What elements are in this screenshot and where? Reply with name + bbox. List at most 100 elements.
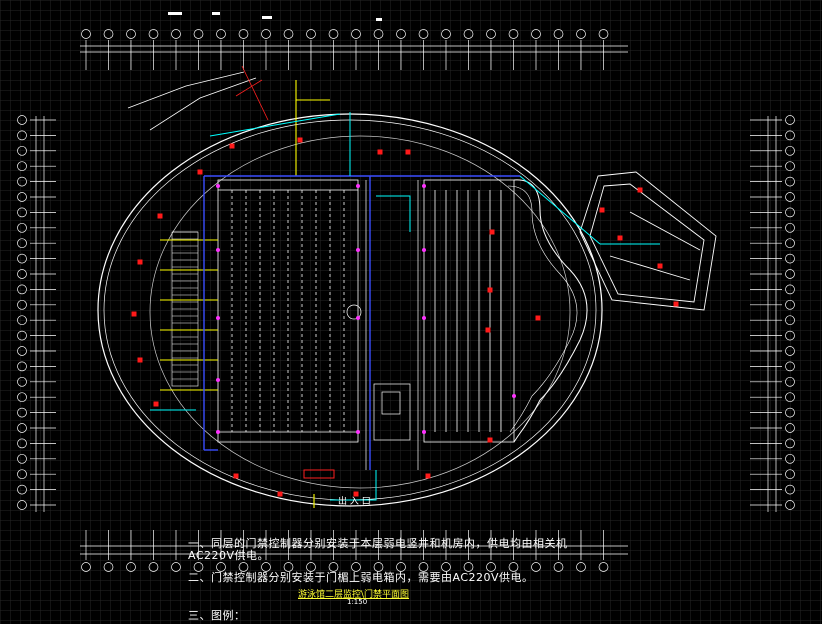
bleacher-block bbox=[171, 231, 199, 387]
device-marker bbox=[356, 430, 360, 434]
axis-bubble bbox=[17, 284, 27, 295]
equipment-marker bbox=[377, 149, 383, 155]
note-line-2: AC220V供电。 bbox=[188, 549, 270, 562]
equipment-marker bbox=[297, 137, 303, 143]
axis-bubble bbox=[126, 562, 136, 572]
axis-bubble bbox=[463, 562, 474, 572]
axis-bubble bbox=[17, 253, 27, 264]
axis-bubble bbox=[576, 29, 586, 39]
axis-bubble bbox=[785, 207, 795, 218]
equipment-marker bbox=[487, 437, 493, 443]
axis-bubble bbox=[785, 299, 795, 310]
axis-bubble bbox=[306, 562, 316, 572]
axis-bubble bbox=[508, 562, 519, 572]
axis-bubble bbox=[576, 562, 586, 572]
axis-bubble bbox=[785, 423, 795, 433]
axis-bubble bbox=[193, 562, 204, 572]
device-marker bbox=[216, 248, 220, 252]
device-marker bbox=[216, 184, 220, 188]
axis-bubble bbox=[785, 284, 795, 295]
equipment-marker bbox=[277, 491, 283, 497]
header-mark bbox=[168, 12, 182, 15]
axis-bubble bbox=[785, 222, 795, 233]
axis-bubble bbox=[598, 562, 609, 572]
entrance-box bbox=[303, 469, 335, 479]
axis-bubble bbox=[785, 469, 795, 480]
left-axis-grid bbox=[17, 115, 56, 512]
axis-bubble bbox=[148, 562, 159, 572]
conduits-cyan bbox=[150, 112, 660, 501]
axis-bubble bbox=[126, 29, 136, 39]
axis-bubble bbox=[508, 29, 519, 39]
axis-bubble bbox=[17, 484, 27, 495]
axis-bubble bbox=[785, 130, 795, 141]
axis-bubble bbox=[785, 376, 795, 387]
axis-bubble bbox=[17, 222, 27, 233]
axis-bubble bbox=[261, 562, 271, 572]
axis-bubble bbox=[785, 176, 795, 187]
axis-bubble bbox=[328, 29, 339, 39]
equipment-marker bbox=[425, 473, 431, 479]
axis-bubble bbox=[238, 29, 249, 39]
device-marker bbox=[356, 316, 360, 320]
axis-bubble bbox=[785, 500, 795, 510]
axis-bubble bbox=[441, 562, 451, 572]
axis-bubble bbox=[553, 562, 564, 572]
device-marker bbox=[422, 430, 426, 434]
leisure-pool-curve-inner bbox=[507, 185, 578, 433]
note-line-4: 三、图例： bbox=[188, 609, 246, 622]
axis-bubble bbox=[785, 238, 795, 249]
equipment-marker bbox=[673, 301, 679, 307]
axis-bubble bbox=[785, 145, 795, 156]
axis-bubble bbox=[351, 562, 361, 572]
central-corridor bbox=[346, 180, 419, 470]
axis-bubble bbox=[785, 484, 795, 495]
axis-bubble bbox=[17, 330, 27, 341]
axis-bubble bbox=[418, 29, 429, 39]
axis-bubble bbox=[785, 269, 795, 279]
axis-bubble bbox=[171, 562, 181, 572]
axis-bubble bbox=[283, 562, 294, 572]
axis-bubble bbox=[17, 423, 27, 433]
axis-bubble bbox=[81, 562, 91, 572]
equipment-marker bbox=[657, 263, 663, 269]
right-axis-grid bbox=[750, 115, 795, 512]
equipment-marker bbox=[153, 401, 159, 407]
axis-bubble bbox=[193, 29, 204, 39]
axis-bubble bbox=[17, 361, 27, 372]
device-marker bbox=[216, 378, 220, 382]
axis-bubble bbox=[785, 253, 795, 264]
axis-bubble bbox=[17, 176, 27, 187]
equipment-marker bbox=[197, 169, 203, 175]
axis-bubble bbox=[17, 346, 27, 356]
axis-bubble bbox=[17, 315, 27, 326]
equipment-marker bbox=[233, 473, 239, 479]
equipment-marker bbox=[405, 149, 411, 155]
axis-bubble bbox=[785, 361, 795, 372]
axis-bubble bbox=[785, 315, 795, 326]
axis-bubble bbox=[17, 130, 27, 141]
axis-bubble bbox=[17, 469, 27, 480]
axis-bubble bbox=[17, 161, 27, 172]
equipment-marker bbox=[487, 287, 493, 293]
axis-bubble bbox=[328, 562, 339, 572]
axis-bubble bbox=[785, 392, 795, 403]
device-marker bbox=[422, 184, 426, 188]
axis-bubble bbox=[216, 29, 226, 39]
axis-bubble bbox=[598, 29, 609, 39]
axis-bubble bbox=[785, 192, 795, 202]
axis-bubble bbox=[373, 29, 384, 39]
axis-bubble bbox=[306, 29, 316, 39]
axis-bubble bbox=[81, 29, 91, 39]
training-pool bbox=[423, 179, 515, 443]
equipment-marker bbox=[485, 327, 491, 333]
axis-bubble bbox=[103, 562, 114, 572]
axis-bubble bbox=[531, 562, 541, 572]
axis-bubble bbox=[17, 192, 27, 202]
device-marker bbox=[422, 316, 426, 320]
equipment-marker bbox=[617, 235, 623, 241]
equipment-marker bbox=[353, 491, 359, 497]
device-marker bbox=[216, 430, 220, 434]
